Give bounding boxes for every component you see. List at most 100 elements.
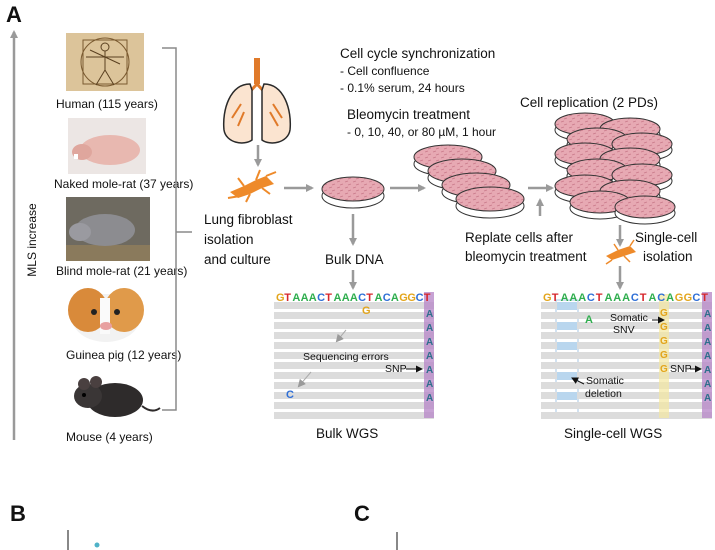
mouse-image: [74, 376, 161, 417]
single-ref-base: A: [578, 292, 586, 304]
bulk-snp-base: A: [426, 323, 433, 334]
somatic-snv-base: G: [660, 308, 668, 319]
deletion-highlight: [557, 392, 577, 400]
deletion-highlight: [557, 372, 577, 380]
single-snp-base: A: [704, 323, 711, 334]
bulk-read-row: [274, 322, 434, 329]
single-ref-base: T: [640, 292, 647, 304]
bulk-snp-label: SNP: [385, 363, 407, 375]
bulk-read-row: [274, 312, 434, 319]
bulk-snp-base: A: [426, 309, 433, 320]
deletion-highlight: [557, 302, 577, 310]
single-read-row: [541, 402, 712, 409]
single-read-row: [541, 352, 712, 359]
single-ref-base: T: [552, 292, 559, 304]
isolation-line1: Lung fibroblast: [204, 212, 293, 227]
single-mark-a: A: [585, 314, 593, 326]
bulk-ref-base: G: [399, 292, 408, 304]
naked-mole-rat-image: [68, 118, 146, 174]
species-blind-mole-rat-label: Blind mole-rat (21 years): [56, 264, 187, 278]
bulk-ref-base: C: [317, 292, 325, 304]
single-read-row: [541, 392, 712, 399]
single-ref-base: G: [684, 292, 693, 304]
replate-line2: bleomycin treatment: [465, 249, 587, 264]
bleo-title: Bleomycin treatment: [347, 107, 470, 122]
mls-axis-label: MLS increase: [25, 203, 39, 277]
bulk-ref-base: A: [391, 292, 399, 304]
single-snp-base: A: [704, 337, 711, 348]
panel-label-b: B: [10, 501, 26, 526]
bulk-snp-base: A: [426, 337, 433, 348]
single-read-row: [541, 342, 712, 349]
somatic-deletion-line1: Somatic: [586, 375, 624, 387]
replication-title: Cell replication (2 PDs): [520, 95, 658, 110]
bulk-ref-base: T: [284, 292, 291, 304]
single-read-row: [541, 412, 712, 419]
somatic-deletion-arrow: [571, 377, 585, 385]
single-fibroblast-icon: [605, 239, 636, 265]
bulk-read-row: [274, 382, 434, 389]
single-read-row: [541, 302, 712, 309]
seq-error-arrow-1: [335, 329, 347, 343]
bulk-read-row: [274, 302, 434, 309]
bulk-wgs-label: Bulk WGS: [316, 426, 378, 441]
single-ref-base: C: [692, 292, 700, 304]
bulk-ref-base: A: [342, 292, 350, 304]
somatic-snv-base: G: [660, 322, 668, 333]
bulk-read-row: [274, 372, 434, 379]
bulk-snp-base: A: [426, 351, 433, 362]
single-ref-base: C: [657, 292, 665, 304]
single-wgs-label: Single-cell WGS: [564, 426, 662, 441]
sync-item-2: - 0.1% serum, 24 hours: [340, 81, 465, 95]
single-snp-base: A: [704, 379, 711, 390]
somatic-snv-line1: Somatic: [610, 312, 648, 324]
bulk-read-row: [274, 412, 434, 419]
bulk-snp-column: [424, 292, 434, 418]
single-cell-line1: Single-cell: [635, 230, 697, 245]
bulk-ref-base: A: [292, 292, 300, 304]
bulk-snp-base: A: [426, 379, 433, 390]
single-ref-base: T: [701, 292, 708, 304]
lungs-icon: [222, 58, 292, 144]
bulk-ref-base: A: [301, 292, 309, 304]
single-read-row: [541, 332, 712, 339]
bulk-read-row: [274, 352, 434, 359]
sync-title: Cell cycle synchronization: [340, 46, 495, 61]
bulk-snp-base: A: [426, 365, 433, 376]
single-cell-line2: isolation: [643, 249, 693, 264]
deletion-highlight: [557, 322, 577, 330]
bulk-read-row: [274, 402, 434, 409]
bleo-item-1: - 0, 10, 40, or 80 µM, 1 hour: [347, 125, 496, 139]
single-snp-base: A: [704, 393, 711, 404]
bulk-ref-base: C: [358, 292, 366, 304]
bulk-mark-c: C: [286, 389, 294, 401]
bulk-mark-g: G: [362, 305, 371, 317]
single-read-row: [541, 362, 712, 369]
bleomycin-dish-stack: [413, 144, 525, 219]
bulk-snp-base: A: [426, 393, 433, 404]
bulk-ref-base: A: [334, 292, 342, 304]
bulk-read-row: [274, 332, 434, 339]
replate-line1: Replate cells after: [465, 230, 574, 245]
somatic-snv-line2: SNV: [613, 324, 635, 336]
somatic-snv-base: G: [660, 364, 668, 375]
species-bracket: [162, 47, 192, 411]
single-ref-base: A: [569, 292, 577, 304]
panel-label-c: C: [354, 501, 370, 526]
bulk-read-row: [274, 392, 434, 399]
single-ref-base: G: [543, 292, 552, 304]
replication-dish-grid: [554, 112, 676, 225]
single-snp-base: A: [704, 351, 711, 362]
bulk-read-row: [274, 342, 434, 349]
bulk-ref-base: A: [375, 292, 383, 304]
guinea-pig-image: [68, 288, 144, 342]
human-image: [66, 33, 144, 91]
single-ref-base: C: [587, 292, 595, 304]
somatic-snv-band: [659, 294, 669, 418]
bulk-seq-errors-label: Sequencing errors: [303, 351, 389, 363]
